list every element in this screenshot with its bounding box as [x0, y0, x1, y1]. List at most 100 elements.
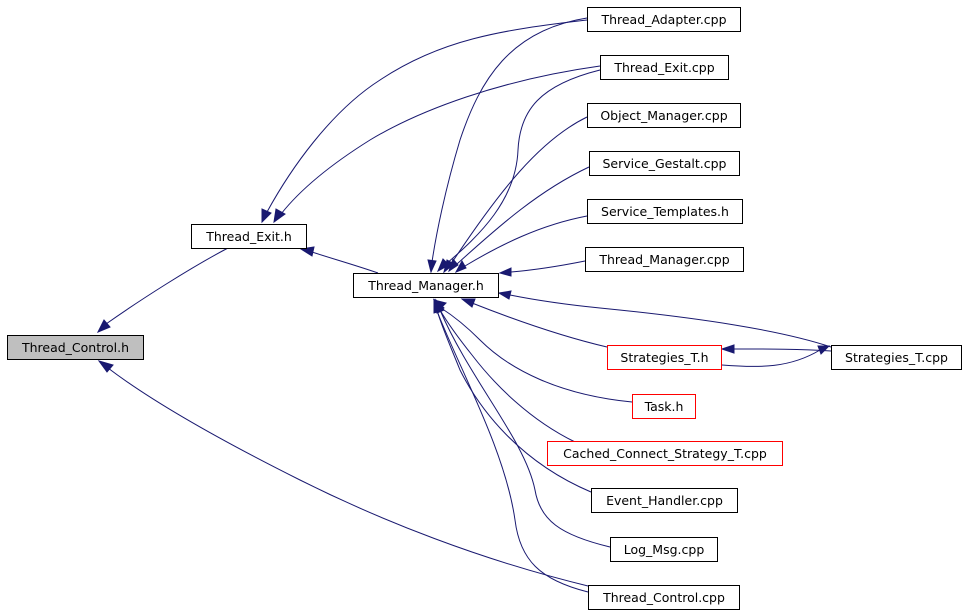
edge-strategies-t-cpp-to-strategies-t-h — [720, 344, 832, 354]
node-label: Service_Gestalt.cpp — [603, 156, 727, 171]
node-strategies-t-h[interactable]: Strategies_T.h — [607, 345, 722, 370]
node-label: Thread_Control.cpp — [602, 590, 725, 605]
edge-line — [471, 302, 608, 348]
edge-line — [436, 309, 592, 493]
edge-arrowhead-icon — [433, 298, 442, 314]
edge-line — [311, 251, 379, 274]
node-box[interactable] — [587, 7, 741, 32]
node-box[interactable] — [632, 394, 696, 419]
edge-thread-adapter-cpp-to-thread-manager-h — [427, 17, 588, 274]
node-log-msg-cpp[interactable]: Log_Msg.cpp — [610, 537, 718, 562]
edge-object-manager-cpp-to-thread-manager-h — [443, 116, 588, 274]
node-box[interactable] — [588, 585, 740, 610]
node-box[interactable] — [7, 335, 144, 360]
edge-line — [439, 309, 611, 548]
edge-arrowhead-icon — [427, 259, 437, 274]
edge-thread-exit-cpp-to-thread-manager-h — [436, 69, 601, 273]
node-box[interactable] — [589, 151, 740, 176]
node-box[interactable] — [585, 247, 744, 272]
node-service-templates-h[interactable]: Service_Templates.h — [587, 199, 743, 224]
node-label: Thread_Exit.h — [205, 229, 292, 244]
edge-line — [721, 349, 821, 367]
edge-line — [509, 294, 832, 348]
node-box[interactable] — [547, 441, 783, 466]
node-cached-connect-strategy-t-cpp[interactable]: Cached_Connect_Strategy_T.cpp — [547, 441, 783, 466]
nodes-layer: Thread_Control.h Thread_Exit.hThread_Mana… — [7, 7, 962, 610]
node-service-gestalt-cpp[interactable]: Service_Gestalt.cpp — [589, 151, 740, 176]
node-thread-exit-h[interactable]: Thread_Exit.h — [191, 224, 307, 249]
edge-arrowhead-icon — [720, 344, 735, 354]
node-task-h[interactable]: Task.h — [632, 394, 696, 419]
edge-service-templates-h-to-thread-manager-h — [454, 215, 588, 273]
edge-thread-adapter-cpp-to-thread-exit-h — [261, 19, 588, 224]
edge-arrowhead-icon — [96, 319, 111, 333]
node-thread-control-h[interactable]: Thread_Control.h — [7, 335, 144, 360]
node-label: Thread_Exit.cpp — [613, 60, 714, 75]
edge-line — [436, 310, 589, 593]
node-thread-manager-h[interactable]: Thread_Manager.h — [353, 273, 499, 298]
node-label: Event_Handler.cpp — [606, 493, 723, 508]
node-label: Thread_Manager.cpp — [598, 252, 729, 267]
edge-line — [105, 247, 229, 325]
edge-arrowhead-icon — [454, 259, 467, 273]
node-label: Cached_Connect_Strategy_T.cpp — [563, 446, 767, 461]
edge-arrowhead-icon — [273, 208, 286, 224]
node-box[interactable] — [191, 224, 307, 249]
edge-log-msg-cpp-to-thread-manager-h — [435, 298, 611, 548]
node-thread-exit-cpp[interactable]: Thread_Exit.cpp — [600, 55, 729, 80]
edge-line — [440, 307, 633, 403]
edge-thread-manager-cpp-to-thread-manager-h — [498, 260, 586, 277]
edge-arrowhead-icon — [97, 360, 114, 373]
edge-cached-connect-strategy-t-cpp-to-thread-manager-h — [434, 298, 576, 443]
edge-line — [445, 69, 601, 265]
node-label: Log_Msg.cpp — [624, 542, 705, 557]
edge-task-h-to-thread-manager-h — [432, 299, 633, 403]
node-box[interactable] — [607, 345, 722, 370]
edge-arrowhead-icon — [498, 267, 512, 277]
edge-strategies-t-h-to-strategies-t-cpp — [721, 345, 831, 367]
node-event-handler-cpp[interactable]: Event_Handler.cpp — [591, 488, 738, 513]
edge-line — [266, 19, 588, 213]
edge-arrowhead-icon — [817, 345, 831, 355]
node-label: Thread_Control.h — [21, 340, 129, 355]
edge-line — [439, 309, 576, 443]
edge-thread-exit-h-to-thread-control-h — [96, 247, 229, 333]
node-label: Thread_Manager.h — [367, 278, 484, 293]
edge-arrowhead-icon — [261, 208, 272, 224]
edge-line — [431, 17, 588, 263]
node-label: Task.h — [644, 399, 684, 414]
node-thread-manager-cpp[interactable]: Thread_Manager.cpp — [585, 247, 744, 272]
node-label: Thread_Adapter.cpp — [600, 12, 726, 27]
edge-line — [107, 367, 593, 588]
edge-arrowhead-icon — [299, 246, 315, 257]
node-label: Strategies_T.cpp — [845, 350, 948, 365]
edge-line — [510, 260, 586, 273]
edge-service-gestalt-cpp-to-thread-manager-h — [448, 166, 590, 273]
edge-line — [456, 166, 590, 265]
node-box[interactable] — [353, 273, 499, 298]
edge-line — [732, 348, 832, 352]
edge-line — [450, 116, 588, 265]
edge-arrowhead-icon — [448, 257, 459, 273]
node-box[interactable] — [600, 55, 729, 80]
node-label: Object_Manager.cpp — [600, 108, 727, 123]
node-object-manager-cpp[interactable]: Object_Manager.cpp — [587, 103, 741, 128]
node-box[interactable] — [587, 199, 743, 224]
node-thread-adapter-cpp[interactable]: Thread_Adapter.cpp — [587, 7, 741, 32]
node-box[interactable] — [610, 537, 718, 562]
edge-line — [280, 65, 601, 215]
node-box[interactable] — [831, 345, 962, 370]
node-thread-control-cpp[interactable]: Thread_Control.cpp — [588, 585, 740, 610]
edge-thread-exit-cpp-to-thread-exit-h — [273, 65, 601, 224]
edge-strategies-t-h-to-thread-manager-h — [460, 298, 608, 348]
edge-thread-control-cpp-to-thread-manager-h — [433, 298, 589, 593]
edge-thread-manager-h-to-thread-exit-h — [299, 246, 379, 274]
edge-arrowhead-icon — [460, 298, 476, 308]
edge-line — [464, 215, 588, 267]
node-box[interactable] — [591, 488, 738, 513]
edges-layer — [96, 17, 832, 593]
node-strategies-t-cpp[interactable]: Strategies_T.cpp — [831, 345, 962, 370]
edge-thread-control-cpp-to-thread-control-h — [97, 360, 593, 588]
node-box[interactable] — [587, 103, 741, 128]
